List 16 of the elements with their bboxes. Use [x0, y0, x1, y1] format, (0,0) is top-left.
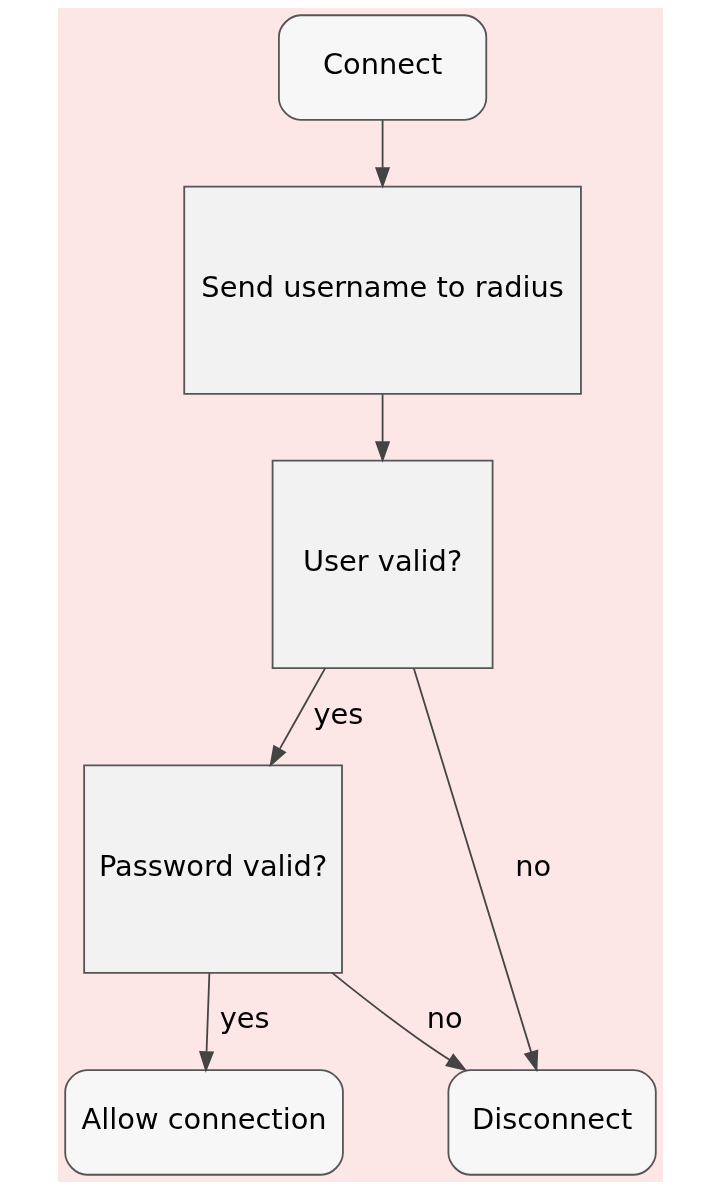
edge-label: yes — [312, 696, 363, 731]
edge-label: no — [514, 848, 551, 883]
arrow — [268, 667, 326, 768]
node-box: Allow connection — [63, 1069, 344, 1176]
arrow — [198, 972, 214, 1073]
node-box: Password valid? — [82, 764, 343, 974]
node-box: Send username to radius — [182, 185, 582, 395]
arrow — [412, 667, 538, 1073]
edge-label: no — [426, 1001, 463, 1036]
node-box: User valid? — [271, 459, 493, 669]
node-box: Connect — [277, 14, 487, 121]
arrow — [374, 119, 390, 189]
arrow — [374, 393, 390, 463]
edge-label: yes — [219, 1001, 270, 1036]
arrow — [330, 972, 467, 1072]
node-box: Disconnect — [447, 1069, 657, 1176]
